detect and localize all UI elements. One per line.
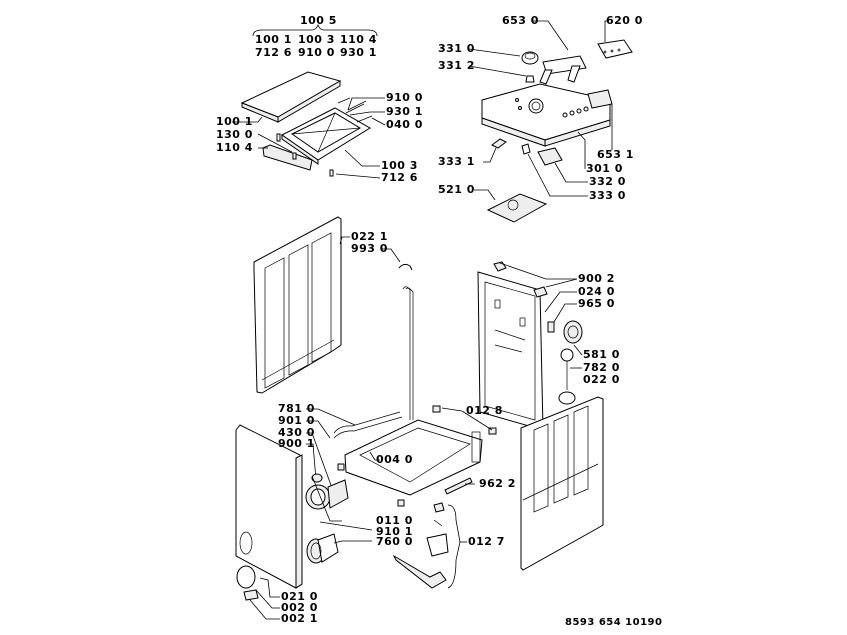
part-label-331-2: 331 2	[438, 59, 475, 72]
part-label-712-6: 712 6	[381, 171, 418, 184]
part-label-653-0: 653 0	[502, 14, 539, 27]
control-bracket-part	[539, 55, 587, 85]
lid-hinge-strips	[337, 97, 373, 123]
part-label-910-0: 910 0	[386, 91, 423, 104]
group-row2-item: 910 0	[298, 46, 335, 59]
part-label-100-1: 100 1	[216, 115, 253, 128]
push-button-part	[521, 143, 531, 155]
pump-gasket-part	[311, 473, 323, 483]
part-label-002-1: 002 1	[281, 612, 318, 625]
part-label-002-0: 002 0	[281, 601, 318, 614]
part-label-962-2: 962 2	[479, 477, 516, 490]
base-frame-part	[344, 419, 483, 496]
front-panel-part	[235, 424, 303, 589]
part-label-965-0: 965 0	[578, 297, 615, 310]
part-label-900-2: 900 2	[578, 272, 615, 285]
filter-door-part	[236, 565, 256, 589]
console-panel-part	[481, 83, 611, 147]
part-label-930-1: 930 1	[386, 105, 423, 118]
belt-ring-part	[560, 348, 574, 362]
connector-part	[547, 321, 555, 333]
part-label-900-1: 900 1	[278, 437, 315, 450]
part-label-012-7: 012 7	[468, 535, 505, 548]
part-label-331-0: 331 0	[438, 42, 475, 55]
part-label-110-4: 110 4	[216, 141, 253, 154]
drain-pump-part	[305, 479, 349, 510]
door-hinge-part	[243, 589, 259, 601]
part-label-910-1: 910 1	[376, 525, 413, 538]
knob-insert-part	[525, 75, 535, 83]
hose-part	[398, 263, 414, 420]
part-label-781-0: 781 0	[278, 402, 315, 415]
belt-lower-part	[558, 391, 576, 405]
filter-part	[306, 533, 339, 564]
group-row1-item: 110 4	[340, 33, 377, 46]
group-row1-item: 100 1	[255, 33, 292, 46]
part-label-024-0: 024 0	[578, 285, 615, 298]
part-label-021-0: 021 0	[281, 590, 318, 603]
part-label-012-8: 012 8	[466, 404, 503, 417]
part-label-653-1: 653 1	[597, 148, 634, 161]
drawing-number: 8593 654 10190	[565, 617, 663, 628]
part-label-782-0: 782 0	[583, 361, 620, 374]
detergent-dispenser-part	[486, 193, 548, 223]
selector-knob-part	[521, 51, 539, 65]
lid-frame-part	[281, 107, 371, 165]
part-label-901-0: 901 0	[278, 414, 315, 427]
group-row2-item: 930 1	[340, 46, 377, 59]
electronic-board-part	[597, 39, 633, 59]
part-label-333-0: 333 0	[589, 189, 626, 202]
screw-part-2	[329, 169, 334, 177]
group-row2-item: 712 6	[255, 46, 292, 59]
top-lid-part	[240, 71, 342, 123]
part-label-100-3: 100 3	[381, 159, 418, 172]
part-label-040-0: 040 0	[386, 118, 423, 131]
button-block-part	[537, 147, 563, 166]
group-header-label: 100 5	[300, 14, 337, 27]
door-lock-part	[392, 502, 449, 589]
group-row1-item: 100 3	[298, 33, 335, 46]
part-label-022-0: 022 0	[583, 373, 620, 386]
feet-part	[337, 405, 497, 507]
part-label-521-0: 521 0	[438, 183, 475, 196]
part-label-301-0: 301 0	[586, 162, 623, 175]
part-label-332-0: 332 0	[589, 175, 626, 188]
pulley-part	[563, 320, 583, 344]
part-label-004-0: 004 0	[376, 453, 413, 466]
part-label-620-0: 620 0	[606, 14, 643, 27]
screw-part	[292, 152, 297, 160]
lever-part	[491, 138, 507, 149]
left-side-panel-part	[253, 216, 342, 394]
part-label-430-0: 430 0	[278, 426, 315, 439]
hinge-clips-part	[493, 261, 548, 298]
spring-part	[444, 477, 473, 495]
part-label-022-1: 022 1	[351, 230, 388, 243]
front-handle-part	[262, 144, 313, 171]
part-label-130-0: 130 0	[216, 128, 253, 141]
part-label-760-0: 760 0	[376, 535, 413, 548]
inlet-pipe-part	[333, 411, 403, 439]
part-label-581-0: 581 0	[583, 348, 620, 361]
small-clip-part	[276, 133, 281, 142]
part-label-993-0: 993 0	[351, 242, 388, 255]
part-label-333-1: 333 1	[438, 155, 475, 168]
right-side-panel-part	[520, 396, 604, 571]
group-brace	[252, 23, 378, 37]
part-label-011-0: 011 0	[376, 514, 413, 527]
